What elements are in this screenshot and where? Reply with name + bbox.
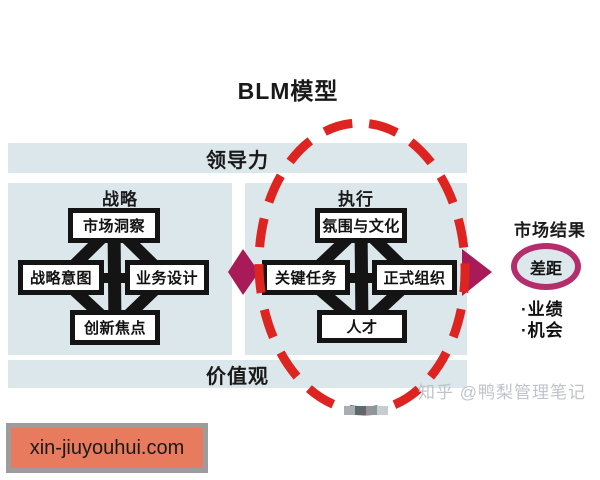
site-url-banner: xin-jiuyouhui.com [6, 423, 208, 473]
leadership-band: 领导力 [8, 143, 467, 173]
censor-mosaic [344, 406, 388, 415]
execution-node-talent: 人才 [317, 310, 407, 343]
execution-panel: 执行 氛围与文化 关键任务 正式组织 人才 [245, 183, 467, 355]
strategy-node-innovation-focus: 创新焦点 [70, 310, 160, 345]
execution-panel-label: 执行 [338, 190, 374, 209]
bullet-performance: ·业绩 [521, 300, 564, 319]
strategy-node-strategic-intent: 战略意图 [18, 260, 104, 295]
market-results-label: 市场结果 [514, 221, 586, 240]
gap-ellipse: 差距 [511, 243, 581, 290]
site-url-text: xin-jiuyouhui.com [11, 428, 203, 468]
values-band-label: 价值观 [206, 365, 269, 388]
execution-node-formal-organization: 正式组织 [372, 260, 457, 295]
gap-label: 差距 [529, 260, 562, 278]
strategy-panel: 战略 市场洞察 战略意图 业务设计 创新焦点 [8, 183, 232, 355]
page-title: BLM模型 [237, 78, 339, 104]
bullet-opportunity: ·机会 [521, 321, 564, 340]
execution-node-key-tasks: 关键任务 [262, 260, 350, 295]
execution-node-climate-culture: 氛围与文化 [315, 208, 407, 243]
leadership-band-label: 领导力 [206, 149, 269, 172]
strategy-node-market-insight: 市场洞察 [68, 208, 160, 243]
watermark-text: 知乎 @鸭梨管理笔记 [418, 383, 586, 402]
values-band: 价值观 [8, 360, 467, 388]
strategy-panel-label: 战略 [102, 190, 138, 209]
strategy-node-business-design: 业务设计 [125, 260, 209, 295]
results-bullets: ·业绩 ·机会 [521, 299, 564, 341]
